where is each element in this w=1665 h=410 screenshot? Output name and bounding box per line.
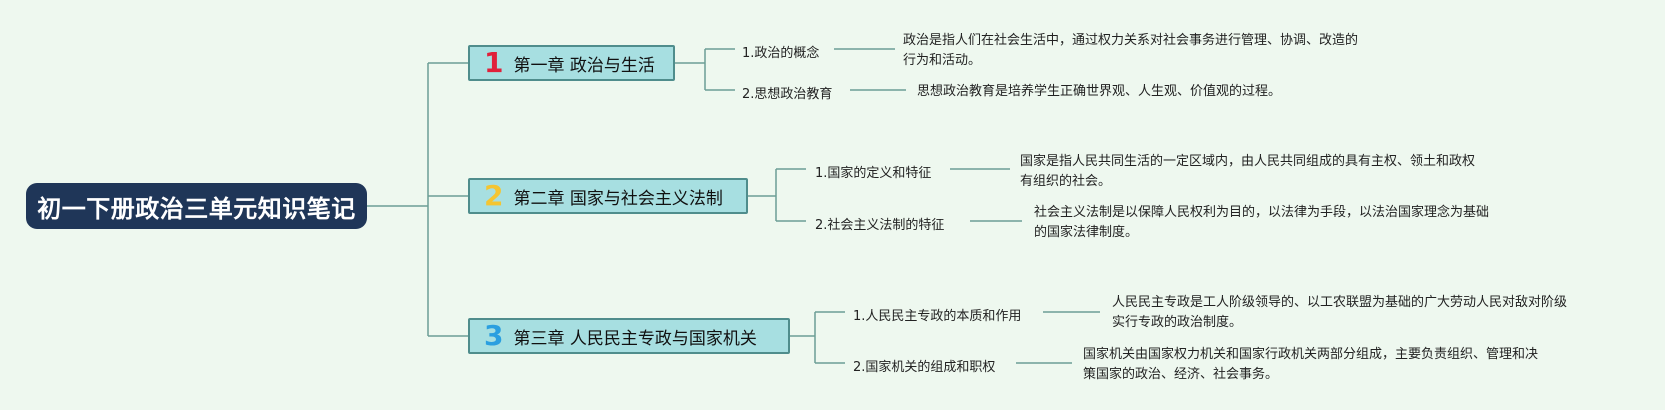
topic-description: 国家是指人民共同生活的一定区域内，由人民共同组成的具有主权、领土和政权 有组织的… xyxy=(1020,154,1476,189)
chapter-title-2: 第二章 国家与社会主义法制 xyxy=(513,188,723,209)
topic-description: 政治是指人们在社会生活中，通过权力关系对社会事务进行管理、协调、改造的 行为和活… xyxy=(903,33,1359,68)
topic-description: 国家机关由国家权力机关和国家行政机关两部分组成，主要负责组织、管理和决 策国家的… xyxy=(1083,347,1539,382)
chapter-number-3: 3 xyxy=(484,319,504,352)
topic-description: 思想政治教育是培养学生正确世界观、人生观、价值观的过程。 xyxy=(917,84,1282,99)
topic-label[interactable]: 1.政治的概念 xyxy=(742,46,820,61)
topic-label[interactable]: 1.人民民主专政的本质和作用 xyxy=(853,309,1022,324)
chapter-title-3: 第三章 人民民主专政与国家机关 xyxy=(513,328,757,349)
topic-label[interactable]: 2.思想政治教育 xyxy=(742,87,833,102)
topic-label[interactable]: 2.国家机关的组成和职权 xyxy=(853,360,996,375)
topic-label[interactable]: 1.国家的定义和特征 xyxy=(815,166,932,181)
topic-description: 社会主义法制是以保障人民权利为目的，以法律为手段，以法治国家理念为基础 的国家法… xyxy=(1034,205,1490,240)
chapter-number-1: 1 xyxy=(484,46,504,79)
chapter-title-1: 第一章 政治与生活 xyxy=(513,55,655,76)
topic-label[interactable]: 2.社会主义法制的特征 xyxy=(815,218,945,233)
chapter-node-1[interactable]: 1 第一章 政治与生活 xyxy=(468,45,675,81)
chapter-node-3[interactable]: 3 第三章 人民民主专政与国家机关 xyxy=(468,318,790,354)
chapter-number-2: 2 xyxy=(484,179,504,212)
root-node-title[interactable]: 初一下册政治三单元知识笔记 xyxy=(26,183,367,229)
chapter-node-2[interactable]: 2 第二章 国家与社会主义法制 xyxy=(468,178,748,214)
topic-description: 人民民主专政是工人阶级领导的、以工农联盟为基础的广大劳动人民对敌对阶级 实行专政… xyxy=(1112,295,1568,330)
